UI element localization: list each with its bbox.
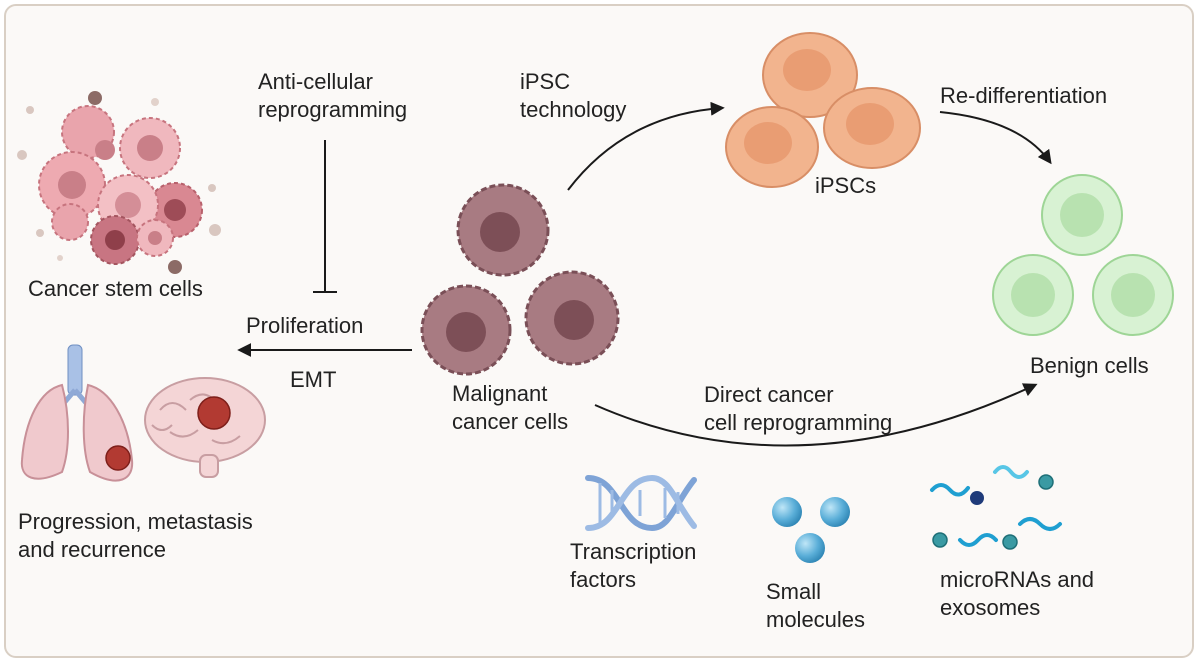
lungs-icon	[20, 344, 134, 482]
transcription-factors-label: Transcription factors	[570, 539, 697, 592]
microrna-icon	[930, 465, 1062, 550]
ipsc-cells-icon	[725, 32, 921, 188]
ipsc-technology-label: iPSC technology	[520, 69, 627, 122]
progression-label: Progression, metastasis and recurrence	[18, 509, 253, 562]
micrornas-exosomes-label: microRNAs and exosomes	[940, 567, 1095, 620]
brain-icon	[144, 377, 266, 478]
proliferation-label: Proliferation	[246, 313, 364, 338]
cancer-stem-cell-cluster-icon	[17, 91, 221, 274]
inhibition-line	[313, 140, 337, 293]
emt-label: EMT	[290, 367, 337, 392]
small-molecules-label: Small molecules	[766, 579, 866, 632]
malignant-cancer-cells-label: Malignant cancer cells	[452, 381, 569, 434]
benign-cells-icon	[992, 174, 1174, 336]
direct-reprogramming-label: Direct cancer cell reprogramming	[704, 382, 893, 435]
direct-reprogramming-arrow	[594, 383, 1038, 447]
cancer-stem-cells-label: Cancer stem cells	[28, 276, 203, 301]
anti-cellular-reprogramming-label: Anti-cellular reprogramming	[258, 69, 408, 122]
dna-icon	[585, 474, 697, 532]
molecules-icon	[772, 497, 850, 563]
ipsc-technology-arrow	[567, 101, 725, 191]
malignant-cancer-cells-icon	[420, 183, 620, 376]
redifferentiation-label: Re-differentiation	[940, 83, 1108, 108]
ipscs-label: iPSCs	[815, 173, 877, 198]
redifferentiation-arrow	[939, 111, 1052, 165]
benign-cells-label: Benign cells	[1030, 353, 1149, 378]
